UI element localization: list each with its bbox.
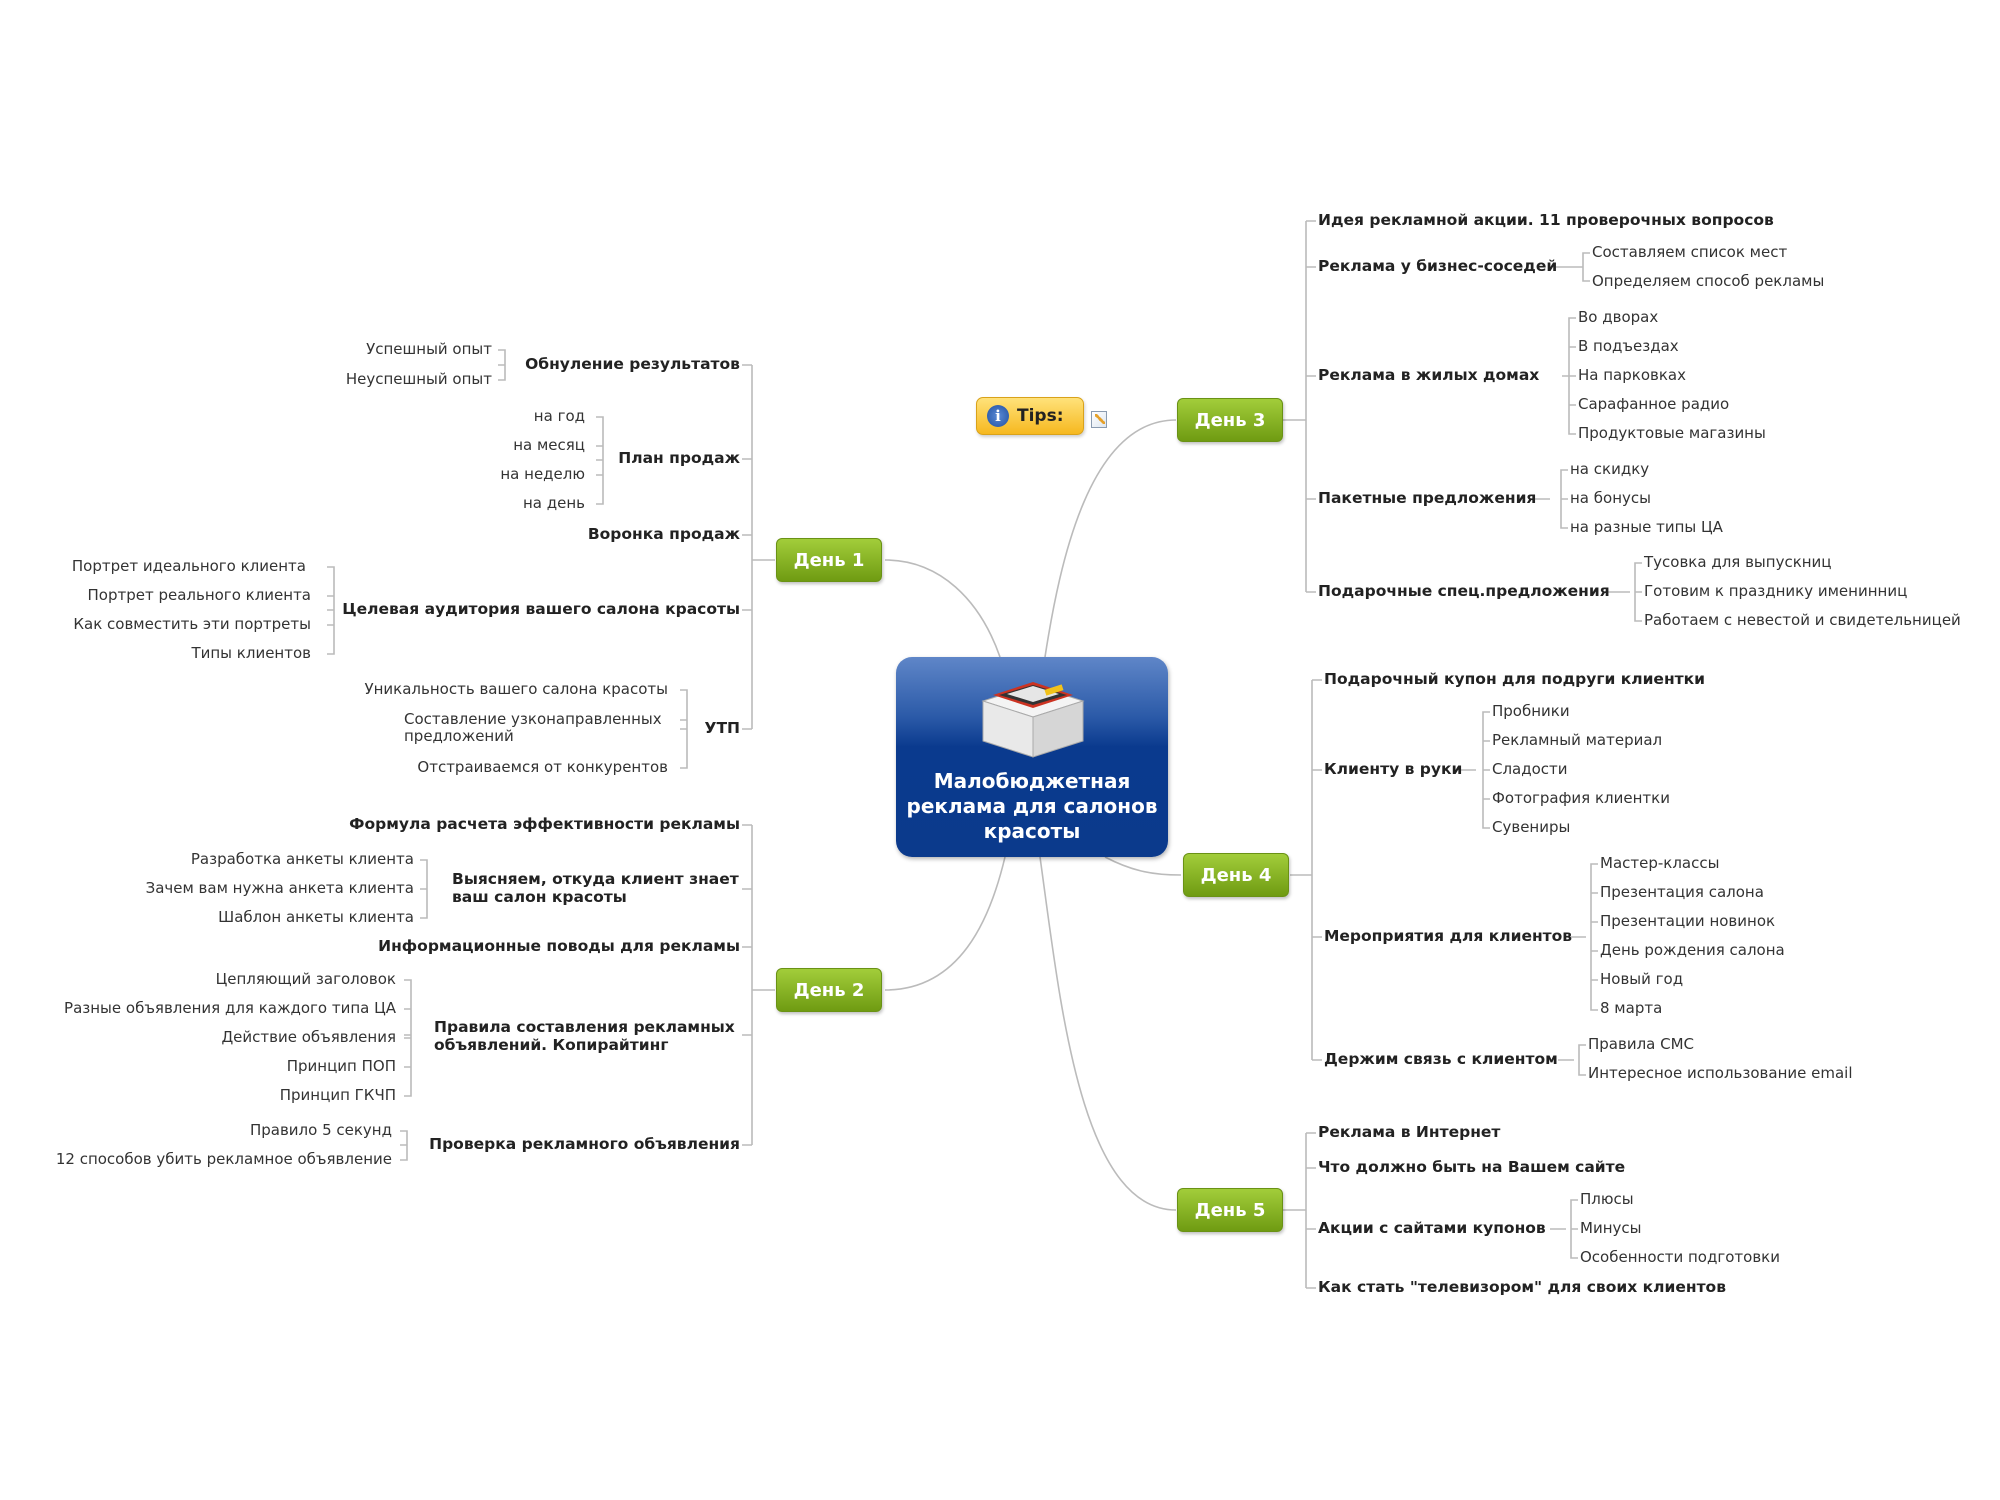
- note-icon[interactable]: [1091, 411, 1107, 428]
- topic-label[interactable]: Подарочный купон для подруги клиентки: [1324, 670, 1706, 688]
- subtopic-label[interactable]: Мастер-классы: [1600, 854, 1720, 872]
- subtopic-label[interactable]: Принцип ГКЧП: [279, 1086, 396, 1104]
- subtopic-label[interactable]: Новый год: [1600, 970, 1684, 988]
- central-topic-title: Малобюджетная реклама для салонов красот…: [906, 769, 1158, 843]
- topic-label[interactable]: Проверка рекламного объявления: [429, 1135, 740, 1153]
- subtopic-label[interactable]: Составление узконаправленных предложений: [404, 710, 662, 746]
- subtopic-label[interactable]: Определяем способ рекламы: [1592, 272, 1825, 290]
- topic-label[interactable]: Информационные поводы для рекламы: [378, 937, 740, 955]
- subtopic-label[interactable]: День рождения салона: [1600, 941, 1785, 959]
- subtopic-label[interactable]: Действие объявления: [221, 1028, 396, 1046]
- subtopic-label[interactable]: В подъездах: [1578, 337, 1679, 355]
- topic-label[interactable]: Акции с сайтами купонов: [1318, 1219, 1546, 1237]
- day-node-2[interactable]: День 2: [776, 968, 882, 1012]
- day-node-5[interactable]: День 5: [1177, 1188, 1283, 1232]
- subtopic-label[interactable]: На парковках: [1578, 366, 1686, 384]
- subtopic-label[interactable]: Неуспешный опыт: [345, 370, 492, 388]
- topic-label[interactable]: Реклама в жилых домах: [1318, 366, 1540, 384]
- subtopic-label[interactable]: Интересное использование email: [1588, 1064, 1853, 1082]
- subtopic-label[interactable]: Сувениры: [1492, 818, 1571, 836]
- topic-label[interactable]: Держим связь с клиентом: [1324, 1050, 1558, 1068]
- subtopic-label[interactable]: Продуктовые магазины: [1578, 424, 1766, 442]
- topic-label[interactable]: Что должно быть на Вашем сайте: [1318, 1158, 1626, 1176]
- tips-callout[interactable]: i Tips:: [976, 397, 1084, 435]
- subtopic-label[interactable]: Принцип ПОП: [286, 1057, 396, 1075]
- subtopic-label[interactable]: 12 способов убить рекламное объявление: [55, 1150, 392, 1168]
- day-node-4[interactable]: День 4: [1183, 853, 1289, 897]
- topic-label[interactable]: Мероприятия для клиентов: [1324, 927, 1573, 945]
- subtopic-label[interactable]: 8 марта: [1600, 999, 1663, 1017]
- central-topic[interactable]: Малобюджетная реклама для салонов красот…: [896, 657, 1168, 857]
- tips-label: Tips:: [1017, 406, 1064, 426]
- day-node-3[interactable]: День 3: [1177, 398, 1283, 442]
- topic-label[interactable]: Выясняем, откуда клиент знает ваш салон …: [452, 870, 739, 906]
- subtopic-label[interactable]: Фотография клиентки: [1492, 789, 1670, 807]
- subtopic-label[interactable]: Портрет идеального клиента: [71, 557, 306, 575]
- topic-label[interactable]: План продаж: [618, 449, 740, 467]
- subtopic-label[interactable]: Презентации новинок: [1600, 912, 1776, 930]
- subtopic-label[interactable]: Разные объявления для каждого типа ЦА: [64, 999, 396, 1017]
- subtopic-label[interactable]: Плюсы: [1580, 1190, 1634, 1208]
- subtopic-label[interactable]: Успешный опыт: [366, 340, 492, 358]
- subtopic-label[interactable]: Рекламный материал: [1492, 731, 1663, 749]
- day-node-1[interactable]: День 1: [776, 538, 882, 582]
- subtopic-label[interactable]: Правила СМС: [1588, 1035, 1695, 1053]
- subtopic-label[interactable]: Сарафанное радио: [1578, 395, 1730, 413]
- topic-label[interactable]: Реклама в Интернет: [1318, 1123, 1501, 1141]
- topic-label[interactable]: Реклама у бизнес-соседей: [1318, 257, 1558, 275]
- subtopic-label[interactable]: на неделю: [500, 465, 585, 483]
- topic-label[interactable]: Пакетные предложения: [1318, 489, 1537, 507]
- subtopic-label[interactable]: на скидку: [1570, 460, 1650, 478]
- topic-label[interactable]: Целевая аудитория вашего салона красоты: [342, 600, 740, 618]
- subtopic-label[interactable]: Пробники: [1492, 702, 1570, 720]
- topic-label[interactable]: Правила составления рекламных объявлений…: [434, 1018, 735, 1054]
- topic-label[interactable]: Формула расчета эффективности рекламы: [349, 815, 740, 833]
- topic-label[interactable]: Как стать "телевизором" для своих клиент…: [1318, 1278, 1727, 1296]
- topic-label[interactable]: УТП: [704, 719, 741, 737]
- subtopic-label[interactable]: Зачем вам нужна анкета клиента: [145, 879, 414, 897]
- subtopic-label[interactable]: Составляем список мест: [1592, 243, 1788, 261]
- subtopic-label[interactable]: на год: [533, 407, 585, 425]
- subtopic-label[interactable]: Готовим к празднику именинниц: [1644, 582, 1908, 600]
- subtopic-label[interactable]: на день: [522, 494, 585, 512]
- subtopic-label[interactable]: Правило 5 секунд: [249, 1121, 392, 1139]
- subtopic-label[interactable]: Работаем с невестой и свидетельницей: [1644, 611, 1961, 629]
- subtopic-label[interactable]: на месяц: [513, 436, 585, 454]
- subtopic-label[interactable]: Во дворах: [1578, 308, 1659, 326]
- subtopic-label[interactable]: на бонусы: [1570, 489, 1651, 507]
- subtopic-label[interactable]: Как совместить эти портреты: [73, 615, 311, 633]
- subtopic-label[interactable]: Шаблон анкеты клиента: [218, 908, 414, 926]
- topic-label[interactable]: Обнуление результатов: [525, 355, 740, 373]
- subtopic-label[interactable]: Портрет реального клиента: [87, 586, 311, 604]
- topic-label[interactable]: Подарочные спец.предложения: [1318, 582, 1610, 600]
- subtopic-label[interactable]: на разные типы ЦА: [1570, 518, 1723, 536]
- subtopic-label[interactable]: Отстраиваемся от конкурентов: [417, 758, 668, 776]
- subtopic-label[interactable]: Тусовка для выпускниц: [1644, 553, 1832, 571]
- subtopic-label[interactable]: Уникальность вашего салона красоты: [364, 680, 668, 698]
- subtopic-label[interactable]: Минусы: [1580, 1219, 1642, 1237]
- topic-label[interactable]: Клиенту в руки: [1324, 760, 1463, 778]
- subtopic-label[interactable]: Особенности подготовки: [1580, 1248, 1780, 1266]
- info-icon: i: [987, 405, 1009, 427]
- subtopic-label[interactable]: Типы клиентов: [191, 644, 311, 662]
- subtopic-label[interactable]: Презентация салона: [1600, 883, 1764, 901]
- topic-label[interactable]: Идея рекламной акции. 11 проверочных воп…: [1318, 211, 1774, 229]
- subtopic-label[interactable]: Сладости: [1492, 760, 1568, 778]
- subtopic-label[interactable]: Разработка анкеты клиента: [190, 850, 414, 868]
- topic-label[interactable]: Воронка продаж: [587, 525, 740, 543]
- subtopic-label[interactable]: Цепляющий заголовок: [215, 970, 396, 988]
- product-box-image: [981, 682, 1085, 758]
